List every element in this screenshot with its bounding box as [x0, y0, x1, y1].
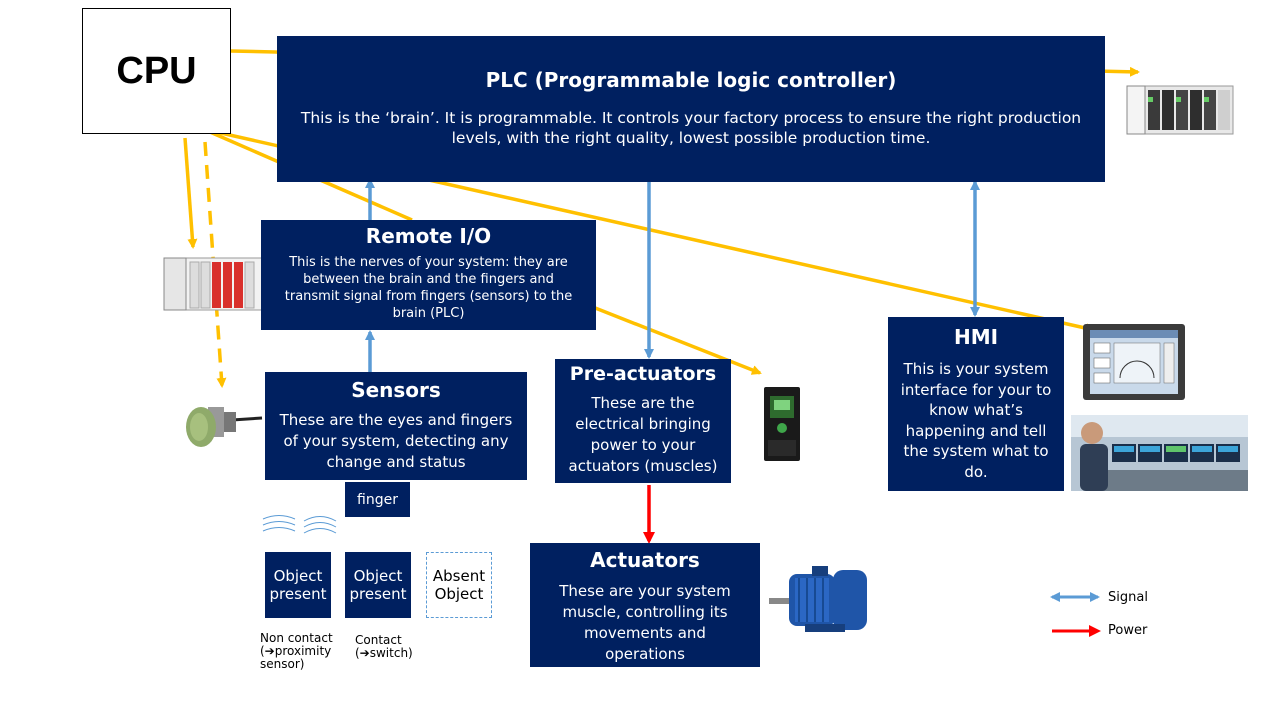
actuators-title: Actuators [590, 548, 700, 572]
plc-box: PLC (Programmable logic controller) This… [277, 36, 1105, 182]
sensors-description: These are the eyes and fingers of your s… [279, 411, 513, 471]
sensors-box: Sensors These are the eyes and fingers o… [265, 372, 527, 480]
remote-io-hardware-image [163, 257, 263, 311]
actuators-description: These are your system muscle, controllin… [559, 582, 731, 663]
contact-caption: Contact (➔switch) [355, 633, 413, 660]
object-present-label-1: Object present [269, 567, 327, 603]
legend-signal-label: Signal [1108, 590, 1148, 605]
finger-box: finger [345, 482, 410, 517]
drive-hardware-image [764, 387, 800, 461]
absent-object-box: Absent Object [426, 552, 492, 618]
non-contact-caption: Non contact (➔proximity sensor) [260, 631, 333, 671]
legend-power-label: Power [1108, 623, 1148, 638]
actuators-box: Actuators These are your system muscle, … [530, 543, 760, 667]
hmi-panel-image [1083, 324, 1185, 400]
remote-io-description: This is the nerves of your system: they … [284, 255, 573, 321]
pre-actuators-description: These are the electrical bringing power … [568, 394, 718, 475]
remote-io-box: Remote I/O This is the nerves of your sy… [261, 220, 596, 330]
sensors-title: Sensors [351, 378, 441, 402]
plc-hardware-image [1126, 85, 1234, 135]
object-present-label-2: Object present [349, 567, 407, 603]
pre-actuators-title: Pre-actuators [569, 363, 717, 385]
control-room-photo-image [1071, 415, 1248, 491]
hmi-box: HMI This is your system interface for yo… [888, 317, 1064, 491]
hmi-description: This is your system interface for your t… [900, 360, 1052, 481]
cpu-box: CPU [82, 8, 231, 134]
plc-title: PLC (Programmable logic controller) [485, 68, 897, 92]
pre-actuators-box: Pre-actuators These are the electrical b… [555, 359, 731, 483]
object-present-box-2: Object present [345, 552, 411, 618]
hmi-title: HMI [953, 325, 999, 349]
object-present-box-1: Object present [265, 552, 331, 618]
proximity-sensor-image [186, 407, 263, 447]
finger-label: finger [357, 491, 398, 508]
proximity-wave-icon [262, 515, 337, 534]
cpu-to-remote-io-hardware-arrow [183, 137, 198, 249]
plc-description: This is the ‘brain’. It is programmable.… [300, 109, 1082, 147]
remote-io-title: Remote I/O [365, 224, 492, 248]
cpu-label: CPU [116, 49, 197, 92]
electric-motor-image [769, 566, 867, 632]
absent-object-label: Absent Object [432, 567, 486, 603]
